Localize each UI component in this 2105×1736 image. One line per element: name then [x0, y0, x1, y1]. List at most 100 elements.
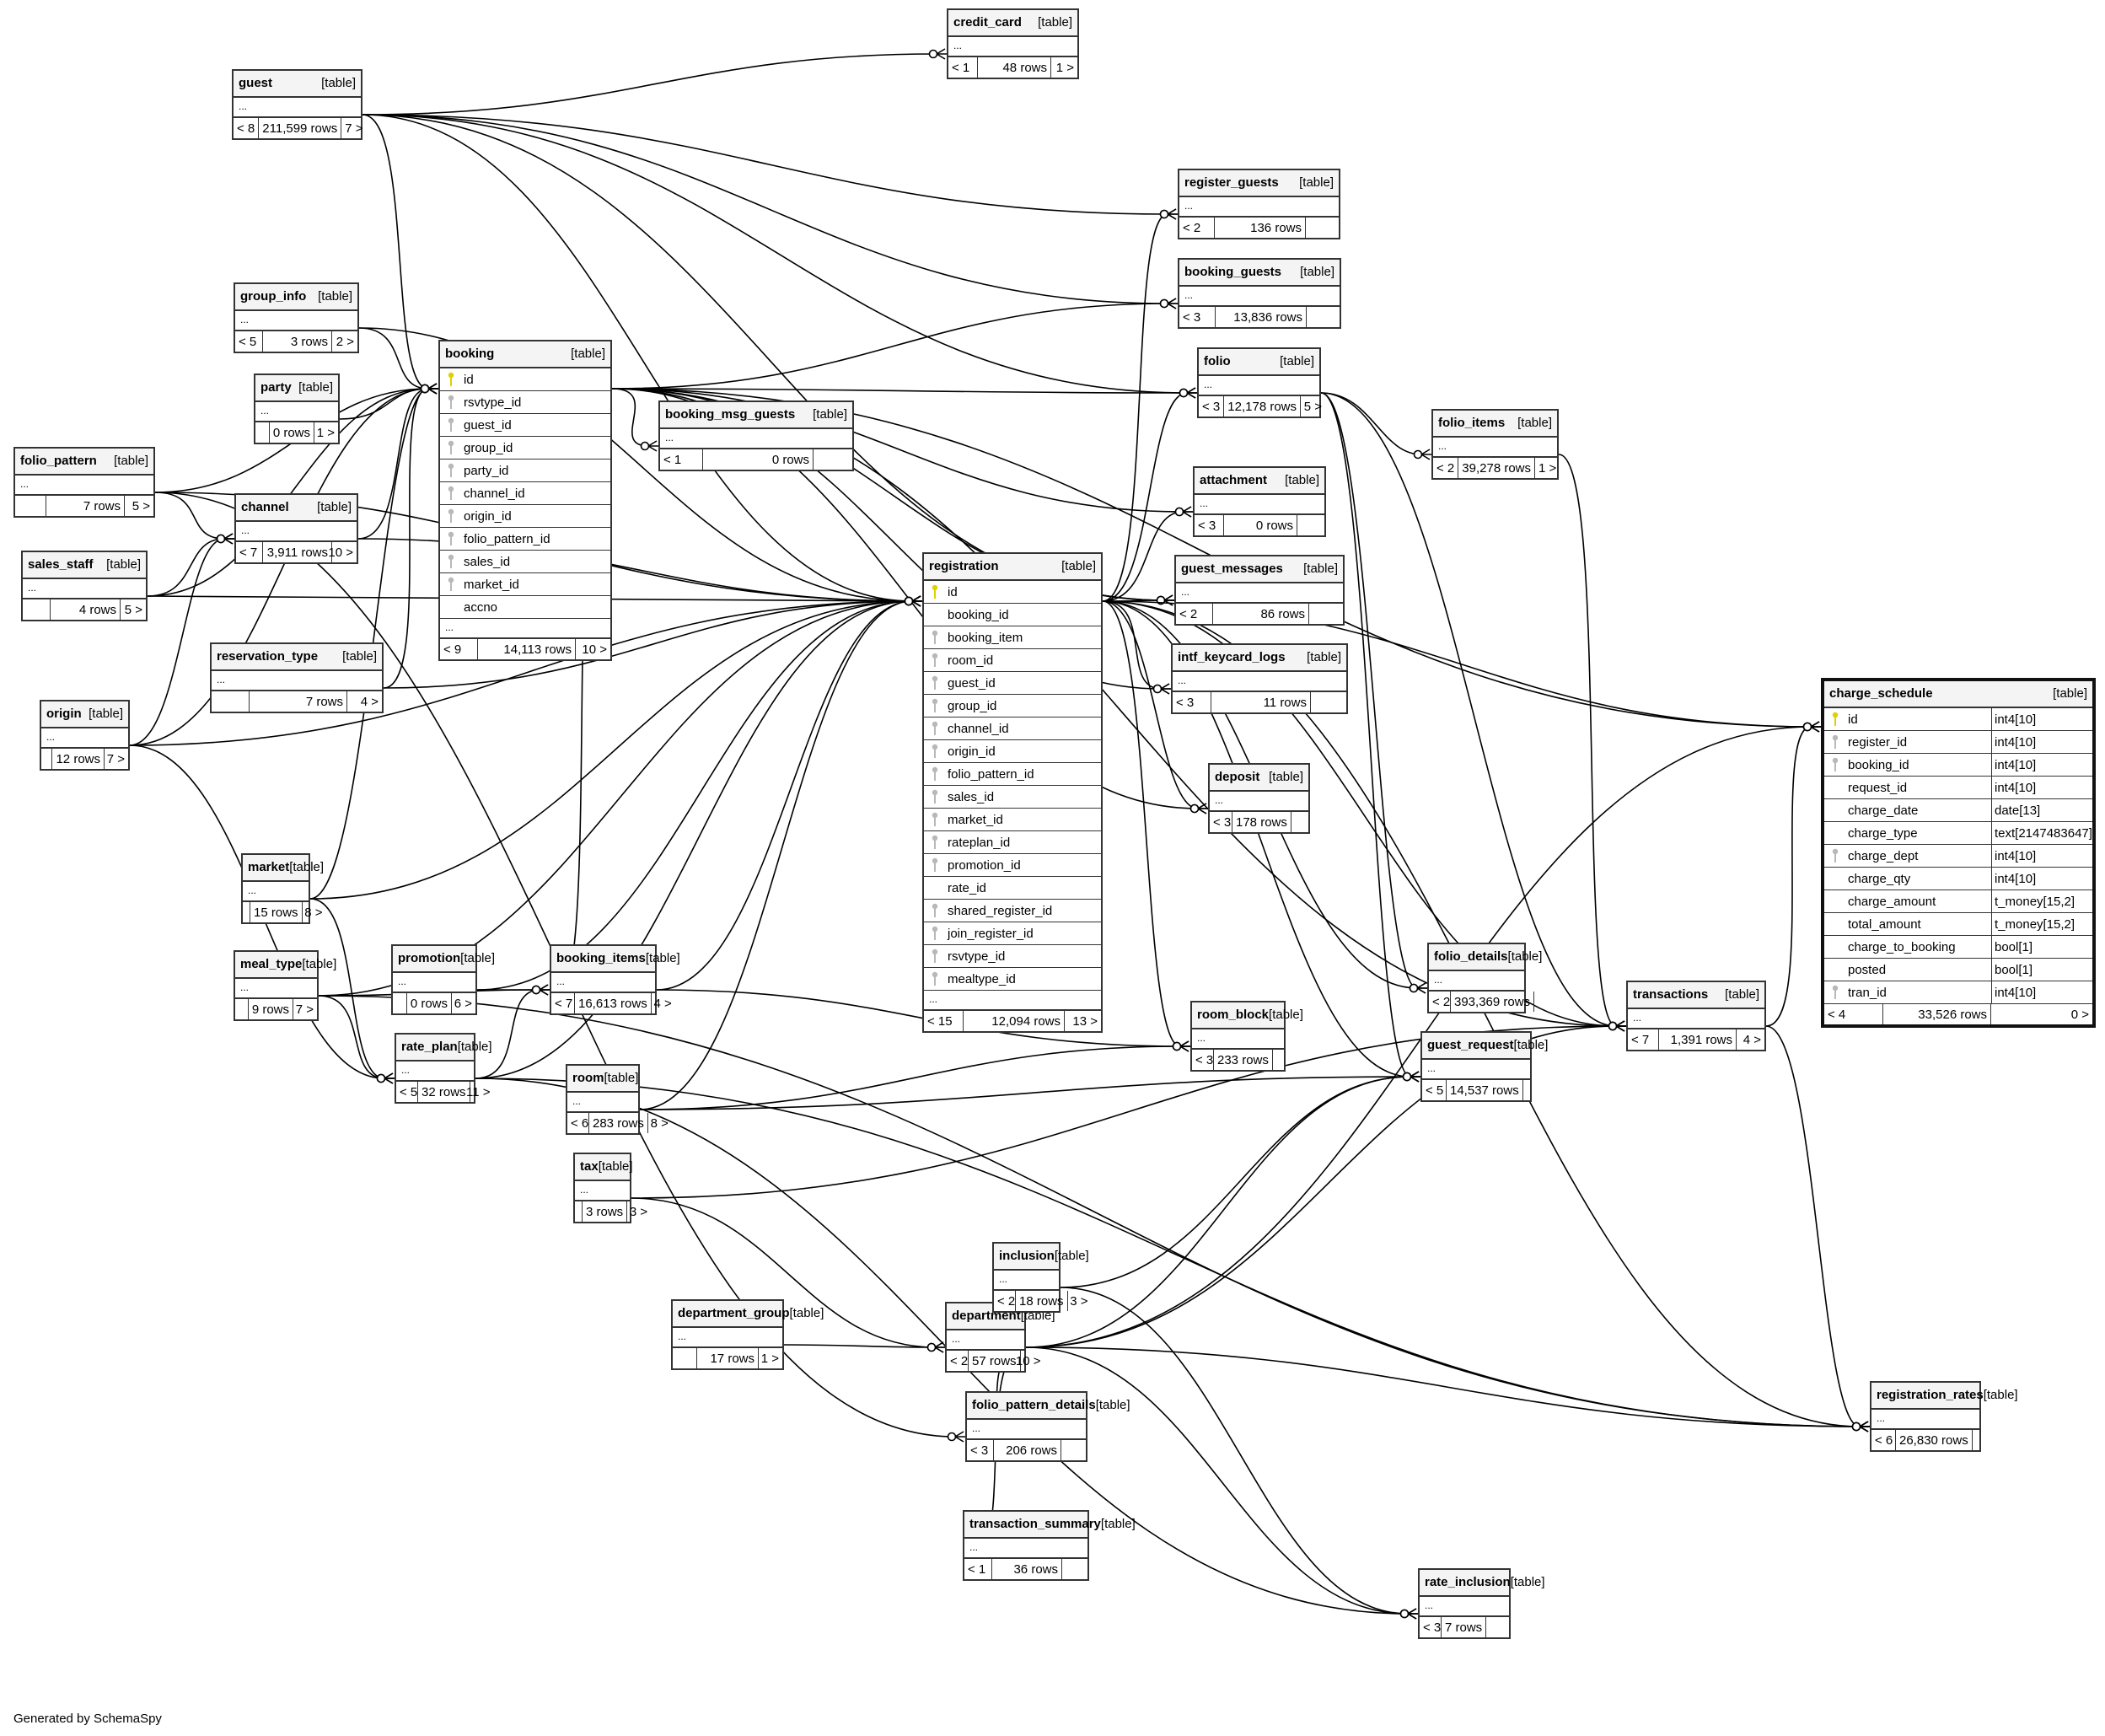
parents-link[interactable]: < 1: [948, 57, 978, 78]
table-header[interactable]: attachment[table]: [1195, 468, 1324, 495]
table-name[interactable]: inclusion: [999, 1249, 1055, 1263]
table-header[interactable]: reservation_type[table]: [212, 644, 382, 671]
parents-link[interactable]: < 3: [1195, 515, 1224, 535]
table-name[interactable]: booking: [445, 347, 495, 361]
parents-link[interactable]: < 9: [440, 639, 478, 659]
column-row[interactable]: market_id: [924, 809, 1101, 831]
parents-link[interactable]: < 7: [1628, 1029, 1659, 1050]
parents-link[interactable]: < 5: [1422, 1080, 1447, 1100]
children-link[interactable]: 5 >: [132, 498, 150, 513]
column-row[interactable]: join_register_id: [924, 922, 1101, 945]
children-link[interactable]: [1273, 1050, 1284, 1070]
column-row[interactable]: id: [924, 581, 1101, 604]
parents-link[interactable]: < 2: [947, 1351, 969, 1371]
table-header[interactable]: inclusion[table]: [994, 1244, 1089, 1271]
table-name[interactable]: credit_card: [953, 15, 1022, 30]
table-header[interactable]: booking_msg_guests[table]: [660, 402, 852, 429]
table-name[interactable]: market: [248, 860, 290, 874]
children-link[interactable]: 2 >: [336, 334, 354, 349]
table-header[interactable]: folio_items[table]: [1433, 411, 1557, 438]
parents-link[interactable]: < 4: [1824, 1004, 1883, 1024]
table-header[interactable]: booking_guests[table]: [1179, 260, 1340, 287]
column-row[interactable]: origin_id: [924, 740, 1101, 763]
table-header[interactable]: guest[table]: [234, 71, 361, 98]
table-header[interactable]: folio_pattern[table]: [15, 449, 153, 476]
parents-link[interactable]: < 3: [1173, 692, 1211, 712]
table-header[interactable]: group_info[table]: [235, 284, 357, 311]
table-header[interactable]: registration[table]: [924, 554, 1101, 581]
table-name[interactable]: room: [572, 1071, 604, 1085]
table-header[interactable]: sales_staff[table]: [23, 552, 146, 579]
table-header[interactable]: meal_type[table]: [235, 952, 336, 979]
table-name[interactable]: room_block: [1197, 1008, 1270, 1022]
children-link[interactable]: 4 >: [1743, 1032, 1761, 1047]
parents-link[interactable]: < 5: [235, 331, 263, 352]
children-link[interactable]: [1061, 1440, 1086, 1460]
parents-link[interactable]: [673, 1348, 697, 1368]
parents-link[interactable]: < 1: [964, 1559, 992, 1579]
parents-link[interactable]: < 7: [551, 993, 575, 1013]
children-link[interactable]: 7 >: [106, 751, 125, 766]
table-header[interactable]: promotion[table]: [393, 946, 495, 973]
parents-link[interactable]: [41, 749, 53, 769]
children-link[interactable]: 13 >: [1072, 1013, 1098, 1029]
table-name[interactable]: department_group: [678, 1306, 790, 1320]
table-header[interactable]: credit_card[table]: [948, 10, 1077, 37]
table-header[interactable]: origin[table]: [41, 701, 128, 728]
table-header[interactable]: booking_items[table]: [551, 946, 680, 973]
parents-link[interactable]: < 2: [994, 1291, 1016, 1311]
table-header[interactable]: department_group[table]: [673, 1301, 824, 1328]
children-link[interactable]: 6 >: [454, 996, 472, 1011]
table-name[interactable]: folio_pattern_details: [972, 1398, 1096, 1412]
children-link[interactable]: 1 >: [1538, 460, 1557, 476]
table-header[interactable]: guest_request[table]: [1422, 1033, 1548, 1060]
column-row[interactable]: mealtype_id: [924, 968, 1101, 991]
column-row[interactable]: rateplan_id: [924, 831, 1101, 854]
parents-link[interactable]: < 3: [1210, 812, 1232, 832]
column-row[interactable]: room_id: [924, 649, 1101, 672]
children-link[interactable]: [1291, 812, 1308, 832]
column-row[interactable]: group_id: [440, 437, 610, 460]
table-name[interactable]: attachment: [1200, 473, 1268, 487]
children-link[interactable]: [814, 449, 852, 470]
table-name[interactable]: booking_guests: [1184, 265, 1282, 279]
parents-link[interactable]: < 8: [234, 118, 260, 138]
table-header[interactable]: intf_keycard_logs[table]: [1173, 645, 1346, 672]
column-row[interactable]: rsvtype_id: [924, 945, 1101, 968]
table-header[interactable]: register_guests[table]: [1179, 170, 1339, 197]
column-row[interactable]: rsvtype_id: [440, 391, 610, 414]
children-link[interactable]: [1486, 1617, 1509, 1637]
column-row[interactable]: guest_id: [924, 672, 1101, 695]
table-header[interactable]: rate_plan[table]: [396, 1035, 492, 1061]
table-name[interactable]: folio_pattern: [20, 454, 97, 468]
children-link[interactable]: 11 >: [466, 1084, 491, 1099]
column-row[interactable]: promotion_id: [924, 854, 1101, 877]
children-link[interactable]: [1306, 218, 1339, 238]
children-link[interactable]: [1534, 992, 1541, 1012]
column-row[interactable]: accno: [440, 596, 610, 619]
children-link[interactable]: 0 >: [2070, 1007, 2089, 1022]
table-name[interactable]: folio: [1204, 354, 1231, 368]
children-link[interactable]: [1973, 1430, 1979, 1450]
parents-link[interactable]: [575, 1201, 583, 1222]
